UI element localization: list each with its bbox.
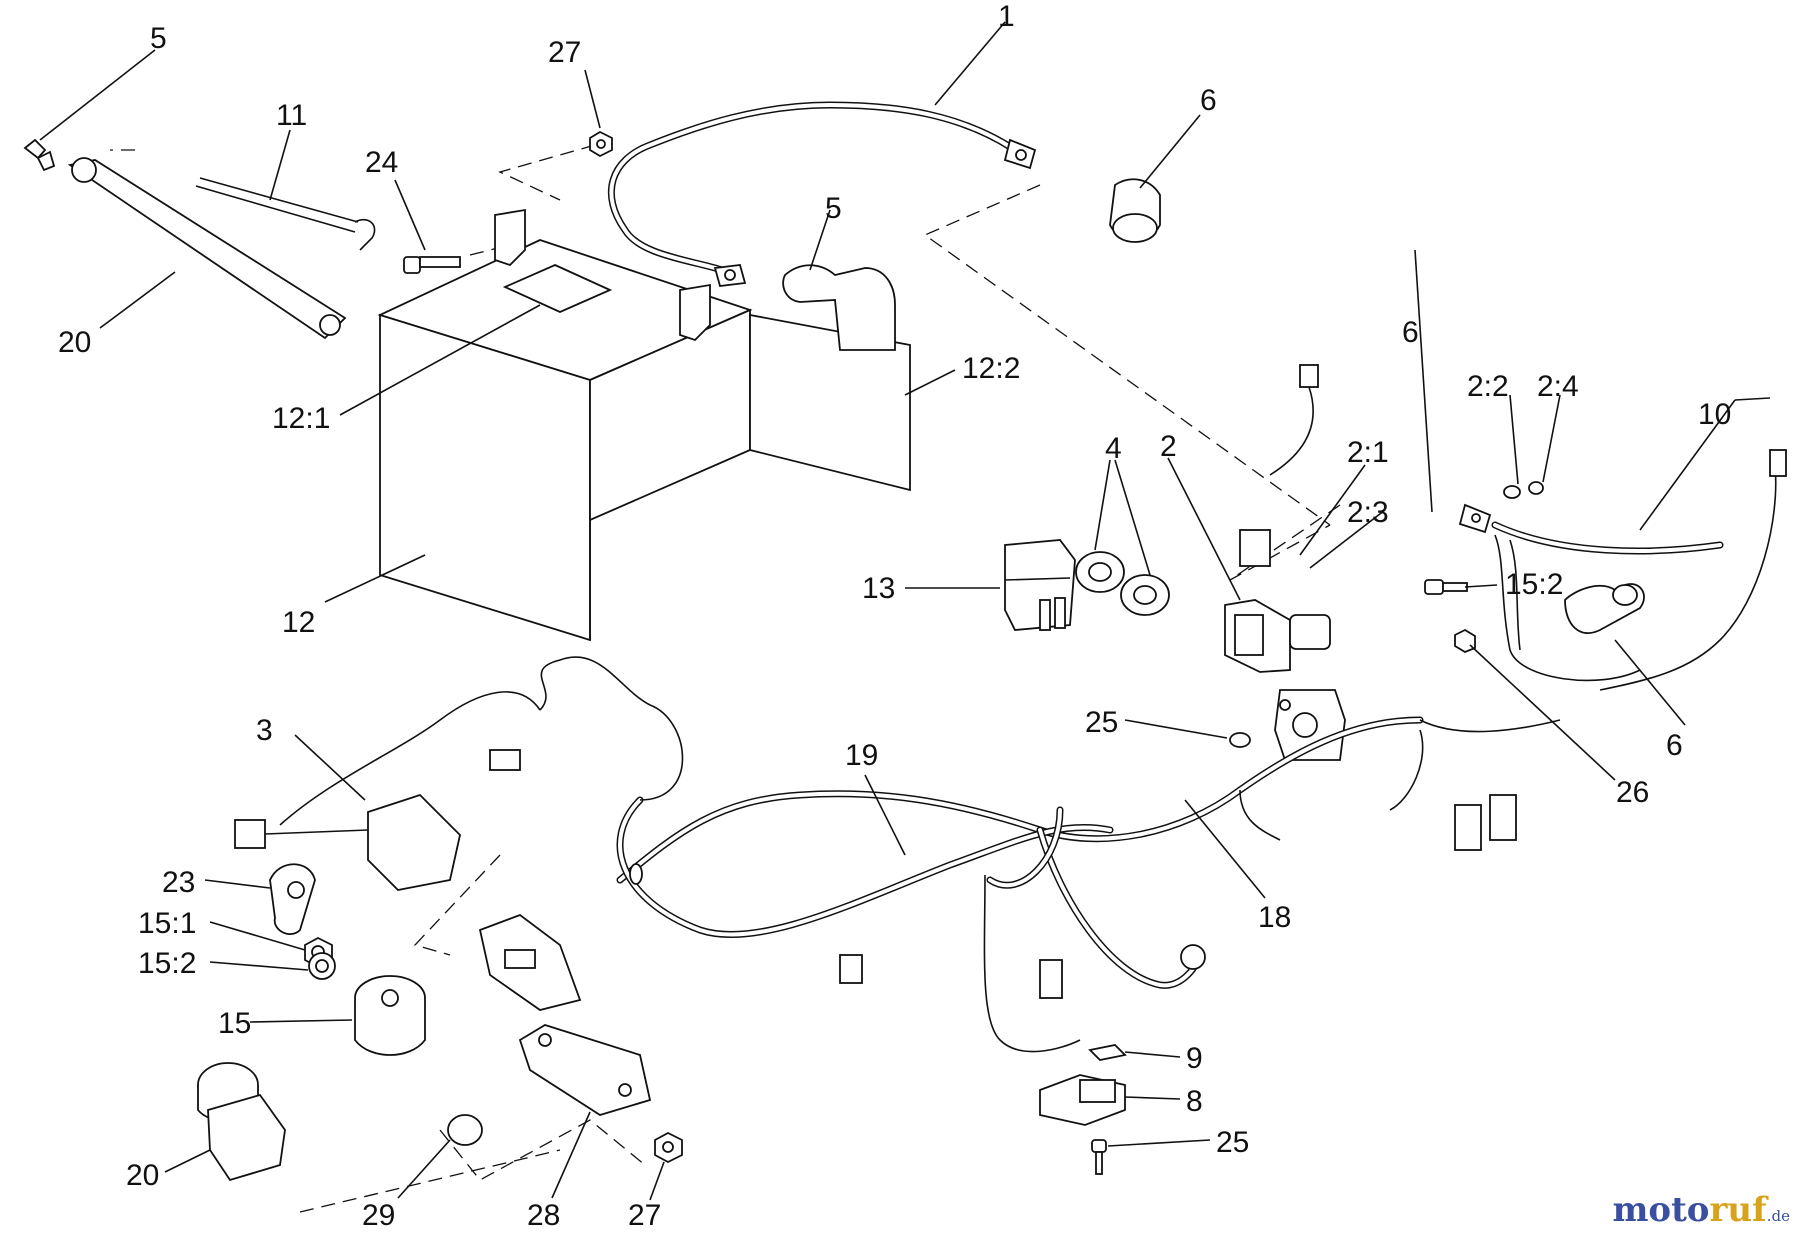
interlock-switch[interactable] (234, 793, 461, 891)
main-harness[interactable] (279, 656, 1561, 1053)
connector-plug[interactable] (1239, 364, 1319, 567)
nut-26-lower[interactable] (654, 1131, 683, 1164)
callout-label: 12:2 (962, 352, 1020, 385)
callout-label: 5 (825, 192, 842, 225)
callout-label: 29 (362, 1199, 395, 1232)
callout-label: 2:4 (1537, 370, 1579, 403)
terminal-boot-top[interactable] (1109, 178, 1161, 243)
pto-switch[interactable] (197, 1062, 286, 1182)
watermark-part-c: .de (1766, 1207, 1790, 1225)
callout-label: 24 (365, 146, 398, 179)
callout-label: 28 (527, 1199, 560, 1232)
callout-label: 2:2 (1467, 370, 1509, 403)
callout-label: 19 (845, 739, 878, 772)
ignition-washer[interactable] (308, 952, 336, 980)
watermark-part-b: ruf (1709, 1190, 1767, 1230)
nut[interactable] (589, 130, 613, 158)
callout-label: 5 (150, 22, 167, 55)
callout-label: 6 (1402, 316, 1419, 349)
screw-25-upper[interactable] (1229, 732, 1251, 748)
screw[interactable] (1424, 579, 1468, 595)
watermark-logo: motoruf.de (1612, 1190, 1790, 1230)
terminal-boot-right[interactable] (1564, 583, 1645, 635)
battery-label-12-1 (502, 264, 613, 313)
terminal-boot[interactable] (782, 264, 896, 351)
callout-label: 18 (1258, 901, 1291, 934)
callout-label: 10 (1698, 398, 1731, 431)
bracket[interactable] (518, 1024, 652, 1116)
callout-label: 6 (1666, 729, 1683, 762)
callout-label: 4 (1105, 432, 1122, 465)
callout-label: 15:1 (138, 907, 196, 940)
callout-label: 15:2 (1505, 568, 1563, 601)
callout-label: 1 (998, 0, 1015, 33)
callout-label: 9 (1186, 1042, 1203, 1075)
callout-labels: 5 11 20 24 27 1 6 5 12:1 12:2 12 13 4 2 … (58, 0, 1731, 1232)
solenoid[interactable] (1224, 599, 1346, 761)
ignition-bezel[interactable] (269, 863, 316, 935)
callout-label: 2:1 (1347, 436, 1389, 469)
wing-nut[interactable] (23, 138, 56, 172)
grommets[interactable] (1075, 551, 1170, 616)
callout-label: 25 (1216, 1126, 1249, 1159)
callout-label: 20 (58, 326, 91, 359)
solenoid-cable[interactable] (1458, 481, 1724, 555)
callout-label: 6 (1200, 84, 1217, 117)
callout-label: 23 (162, 866, 195, 899)
hold-down-rod[interactable] (67, 157, 376, 340)
callout-label: 25 (1085, 706, 1118, 739)
callout-label: 26 (1616, 776, 1649, 809)
screw-25-lower[interactable] (1091, 1139, 1107, 1175)
callout-label: 2 (1160, 430, 1177, 463)
connector-block[interactable] (478, 913, 582, 1011)
callout-label: 13 (862, 572, 895, 605)
bolt[interactable] (403, 256, 461, 274)
callout-label: 20 (126, 1159, 159, 1192)
nut-26-upper[interactable] (1454, 628, 1476, 654)
switch-cover[interactable] (1088, 1044, 1127, 1061)
callout-label: 3 (256, 714, 273, 747)
callout-label: 8 (1186, 1085, 1203, 1118)
cap[interactable] (447, 1114, 483, 1146)
ignition-switch[interactable] (354, 975, 426, 1056)
callout-label: 15 (218, 1007, 251, 1040)
callout-label: 27 (548, 36, 581, 69)
callout-label: 12:1 (272, 402, 330, 435)
leader-lines (39, 21, 1771, 1201)
callout-label: 2:3 (1347, 496, 1389, 529)
callout-label: 15:2 (138, 947, 196, 980)
relay[interactable] (1004, 539, 1076, 631)
seat-switch[interactable] (1039, 1074, 1126, 1126)
callout-label: 27 (628, 1199, 661, 1232)
battery-cable[interactable] (607, 101, 1037, 287)
callout-label: 12 (282, 606, 315, 639)
watermark-part-a: moto (1612, 1190, 1710, 1230)
callout-label: 11 (276, 99, 307, 132)
